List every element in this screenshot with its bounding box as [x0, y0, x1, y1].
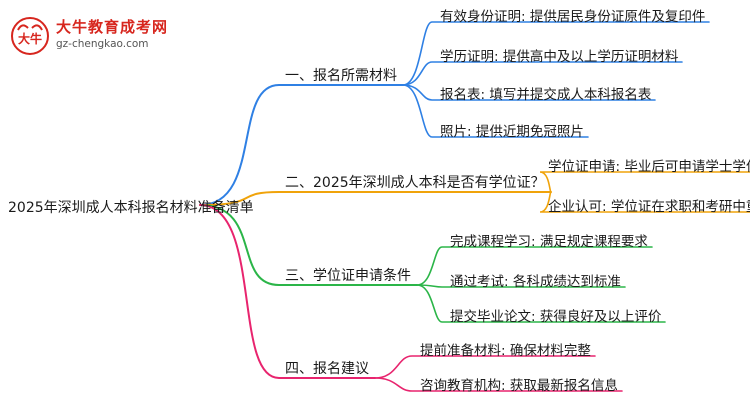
logo-name: 大牛教育成考网	[56, 18, 169, 36]
leaf-pass-exams: 通过考试: 各科成绩达到标准	[450, 274, 621, 290]
leaf-application-form: 报名表: 填写并提交成人本科报名表	[440, 87, 652, 103]
root-branch-connector	[199, 204, 376, 379]
bull-logo-icon: 大牛	[11, 17, 49, 55]
branch-leaf-connector	[402, 21, 710, 86]
root-branch-connector	[199, 84, 404, 206]
leaf-complete-courses: 完成课程学习: 满足规定课程要求	[450, 234, 648, 250]
leaf-education-proof: 学历证明: 提供高中及以上学历证明材料	[440, 49, 679, 65]
logo-mark-text: 大牛	[18, 31, 42, 46]
branch-leaf-connector	[416, 284, 626, 288]
logo-url: gz-chengkao.com	[56, 38, 149, 50]
leaf-photo: 照片: 提供近期免冠照片	[440, 124, 584, 140]
leaf-consult-institution: 咨询教育机构: 获取最新报名信息	[420, 378, 618, 394]
root-branch-connector	[199, 191, 552, 206]
branch-leaf-connector	[402, 84, 656, 101]
branch-leaf-connector	[539, 171, 750, 193]
branch-leaf-connector	[402, 61, 683, 86]
branch-leaf-connector	[416, 246, 653, 286]
leaf-prepare-early: 提前准备材料: 确保材料完整	[420, 343, 591, 359]
root-branch-connector	[199, 204, 418, 286]
branch-leaf-connector	[374, 355, 596, 379]
root-node: 2025年深圳成人本科报名材料准备清单	[8, 200, 254, 216]
leaf-thesis: 提交毕业论文: 获得良好及以上评价	[450, 309, 662, 325]
site-logo[interactable]: 大牛 大牛教育成考网 gz-chengkao.com	[6, 14, 169, 58]
leaf-id-proof: 有效身份证明: 提供居民身份证原件及复印件	[440, 9, 706, 25]
leaf-employer-recognition: 企业认可: 学位证在求职和考研中重要	[548, 199, 750, 215]
branch-leaf-connector	[539, 191, 750, 213]
branch-leaf-connector	[402, 84, 589, 138]
branch-leaf-connector	[374, 377, 623, 392]
leaf-degree-application: 学位证申请: 毕业后可申请学士学位证书	[548, 159, 750, 175]
branch-leaf-connector	[416, 284, 666, 323]
branch-degree-conditions: 三、学位证申请条件	[285, 268, 411, 284]
branch-degree-question: 二、2025年深圳成人本科是否有学位证？	[285, 175, 545, 191]
branch-required-materials: 一、报名所需材料	[285, 68, 397, 84]
branch-suggestions: 四、报名建议	[285, 361, 369, 377]
